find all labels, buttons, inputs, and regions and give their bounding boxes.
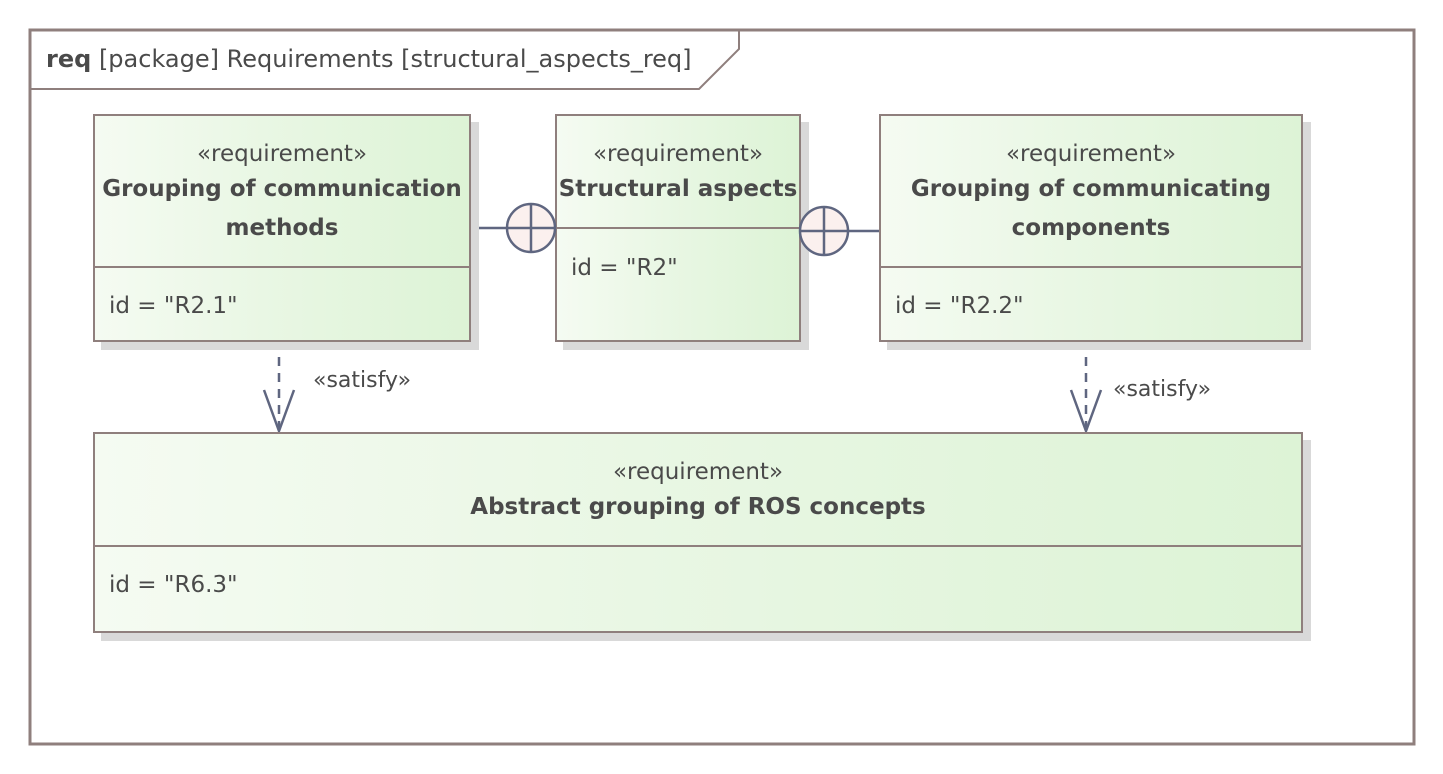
frame-keyword: req xyxy=(46,45,92,73)
requirement-header: «requirement» Structural aspects xyxy=(557,116,799,229)
requirement-name-line: Grouping of communication xyxy=(102,176,462,202)
frame-title: req [package] Requirements [structural_a… xyxy=(46,42,692,76)
requirement-id: id = "R2.2" xyxy=(895,293,1024,319)
satisfy-label-right: «satisfy» xyxy=(1113,377,1212,402)
requirement-id: id = "R2" xyxy=(571,255,678,281)
requirement-id: id = "R2.1" xyxy=(109,293,238,319)
requirement-id: id = "R6.3" xyxy=(109,572,238,598)
requirement-grouping-communicating-components[interactable]: «requirement» Grouping of communicating … xyxy=(879,114,1303,342)
requirement-stereotype: «requirement» xyxy=(1005,141,1177,167)
requirement-name-line: Abstract grouping of ROS concepts xyxy=(470,494,926,520)
requirement-header: «requirement» Grouping of communication … xyxy=(95,116,469,268)
requirement-name-line: components xyxy=(1011,215,1171,241)
requirement-grouping-communication-methods[interactable]: «requirement» Grouping of communication … xyxy=(93,114,471,342)
requirement-structural-aspects[interactable]: «requirement» Structural aspects id = "R… xyxy=(555,114,801,342)
requirement-name-line: Structural aspects xyxy=(558,176,798,202)
requirement-abstract-grouping-ros-concepts[interactable]: «requirement» Abstract grouping of ROS c… xyxy=(93,432,1303,633)
requirement-stereotype: «requirement» xyxy=(612,459,784,485)
requirement-stereotype: «requirement» xyxy=(592,141,764,167)
satisfy-label-left: «satisfy» xyxy=(313,368,412,393)
requirement-header: «requirement» Grouping of communicating … xyxy=(881,116,1301,268)
satisfy-arrowhead-left xyxy=(262,389,296,435)
requirement-stereotype: «requirement» xyxy=(196,141,368,167)
frame-title-text: [package] Requirements [structural_aspec… xyxy=(98,45,692,73)
requirement-name-line: methods xyxy=(225,215,339,241)
requirement-header: «requirement» Abstract grouping of ROS c… xyxy=(95,434,1301,547)
requirement-name-line: Grouping of communicating xyxy=(910,176,1272,202)
frame-name-tab xyxy=(30,30,740,90)
satisfy-arrowhead-right xyxy=(1069,389,1103,435)
